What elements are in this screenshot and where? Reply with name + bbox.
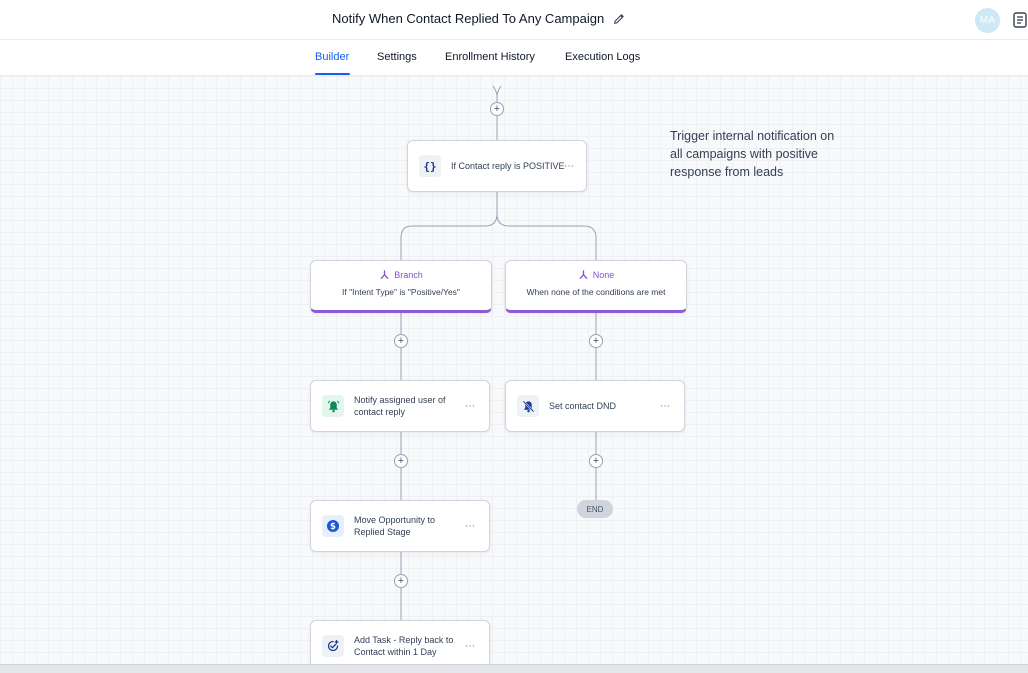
add-step-button[interactable]: + — [589, 454, 603, 468]
branch-subtitle: If "Intent Type" is "Positive/Yes" — [342, 287, 460, 297]
add-step-button[interactable]: + — [394, 574, 408, 588]
tab-builder[interactable]: Builder — [315, 51, 350, 63]
tab-bar: Builder Settings Enrollment History Exec… — [0, 40, 1028, 76]
action-node-add-task[interactable]: Add Task - Reply back to Contact within … — [310, 620, 490, 672]
branch-node-none[interactable]: None When none of the conditions are met — [505, 260, 687, 313]
more-options-button[interactable]: ··· — [465, 520, 475, 532]
add-step-button[interactable]: + — [589, 334, 603, 348]
bell-off-icon — [517, 395, 539, 417]
branch-subtitle: When none of the conditions are met — [526, 287, 666, 297]
workflow-title: Notify When Contact Replied To Any Campa… — [332, 11, 605, 26]
branch-title: None — [592, 269, 615, 280]
branch-title-row: None — [506, 269, 686, 280]
task-check-icon — [322, 635, 344, 657]
more-options-button[interactable]: ··· — [660, 400, 670, 412]
more-options-button[interactable]: ··· — [564, 160, 574, 172]
action-node-move-opportunity[interactable]: $ Move Opportunity to Replied Stage ··· — [310, 500, 490, 552]
workflow-title-group: Notify When Contact Replied To Any Campa… — [332, 11, 626, 26]
dollar-icon: $ — [322, 515, 344, 537]
action-node-label: Move Opportunity to Replied Stage — [354, 515, 436, 537]
document-list-icon[interactable] — [1012, 11, 1028, 29]
tab-settings[interactable]: Settings — [377, 51, 417, 63]
end-marker: END — [577, 500, 613, 518]
branch-icon — [579, 270, 588, 279]
add-step-button[interactable]: + — [490, 102, 504, 116]
branch-title-row: Branch — [311, 269, 491, 280]
bottom-scrollbar[interactable] — [0, 664, 1028, 673]
bell-icon — [322, 395, 344, 417]
action-node-set-dnd[interactable]: Set contact DND ··· — [505, 380, 685, 432]
branch-title: Branch — [394, 269, 423, 280]
svg-text:$: $ — [330, 522, 336, 532]
pencil-icon[interactable] — [612, 12, 626, 26]
branch-icon — [380, 270, 389, 279]
more-options-button[interactable]: ··· — [465, 400, 475, 412]
add-step-button[interactable]: + — [394, 334, 408, 348]
action-node-label: Set contact DND — [549, 401, 617, 411]
condition-node-label: If Contact reply is POSITIVE — [451, 161, 565, 171]
active-tab-indicator — [315, 73, 350, 75]
braces-icon: {} — [419, 155, 441, 177]
tab-enrollment-history[interactable]: Enrollment History — [445, 51, 535, 63]
action-node-label: Notify assigned user of contact reply — [354, 395, 446, 417]
top-header: Notify When Contact Replied To Any Campa… — [0, 0, 1028, 40]
tab-execution-logs[interactable]: Execution Logs — [565, 51, 641, 63]
canvas-note[interactable]: Trigger internal notification on all cam… — [670, 129, 835, 179]
condition-node[interactable]: {} If Contact reply is POSITIVE ··· — [407, 140, 587, 192]
action-node-label: Add Task - Reply back to Contact within … — [354, 635, 454, 657]
branch-node-positive[interactable]: Branch If "Intent Type" is "Positive/Yes… — [310, 260, 492, 313]
user-avatar[interactable]: MA — [975, 8, 1000, 33]
more-options-button[interactable]: ··· — [465, 640, 475, 652]
action-node-notify-user[interactable]: Notify assigned user of contact reply ··… — [310, 380, 490, 432]
add-step-button[interactable]: + — [394, 454, 408, 468]
